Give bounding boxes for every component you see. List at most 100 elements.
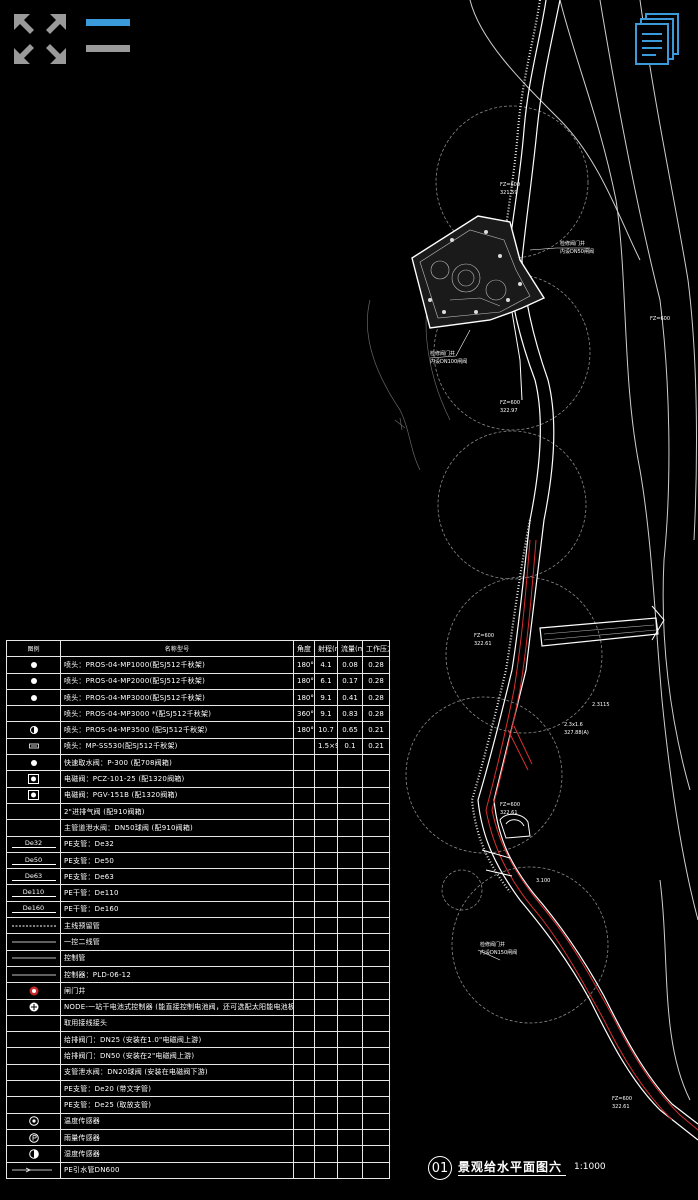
legend-radius-cell xyxy=(314,851,338,870)
legend-symbol-cell: De110 xyxy=(6,884,61,902)
main-path xyxy=(477,0,698,1141)
legend-flow-cell xyxy=(337,802,363,821)
spot-label: 322.61 xyxy=(474,641,492,647)
spot-label: 2.3x1.6 xyxy=(564,722,583,728)
legend-symbol-cell xyxy=(6,688,61,707)
legend-flow-cell xyxy=(337,1145,363,1163)
legend-angle-cell xyxy=(293,949,315,967)
plaza xyxy=(411,215,546,401)
legend-symbol-cell: De32 xyxy=(6,835,61,853)
gate-well-icon xyxy=(29,986,38,996)
legend-flow-cell: 0.65 xyxy=(337,721,363,739)
legend-angle-cell xyxy=(293,884,315,902)
viewer-toolbar xyxy=(0,0,140,70)
legend-symbol-cell xyxy=(6,721,61,739)
legend-radius-cell xyxy=(314,1047,338,1065)
pipe-size-symbol: De110 xyxy=(11,889,56,898)
legend-row: 2"进排气阀 (配910阀箱) xyxy=(6,802,390,821)
expand-button[interactable] xyxy=(12,12,68,66)
half-circle-sprinkler-icon xyxy=(29,726,38,735)
legend-name-cell: 喷头：PROS-04-MP3000(配SJ512千秋架) xyxy=(60,688,294,707)
legend-name-cell: 2"进排气阀 (配910阀箱) xyxy=(60,802,294,821)
legend-flow-cell xyxy=(337,770,363,788)
legend-radius-cell: 4.1 xyxy=(314,656,338,674)
legend-symbol-cell xyxy=(6,1161,61,1179)
legend-header-angle: 角度 xyxy=(293,639,315,658)
legend-pressure-cell xyxy=(362,949,390,967)
legend-pressure-cell xyxy=(362,917,390,935)
legend-symbol-cell xyxy=(6,1063,61,1082)
legend-symbol-cell xyxy=(6,819,61,837)
valve-label-left-sub: 内设DN100闸阀 xyxy=(430,358,467,365)
legend-symbol-cell xyxy=(6,965,61,984)
legend-flow-cell xyxy=(337,1080,363,1098)
legend-row: 一控二线管 xyxy=(6,933,390,951)
title-underline xyxy=(458,1175,566,1176)
legend-radius-cell xyxy=(314,982,338,1000)
legend-row: 雨量传感器 xyxy=(6,1128,390,1147)
pipe-arrow-icon xyxy=(11,1167,52,1173)
legend-name-cell: PE引水管DN600 xyxy=(60,1161,294,1179)
legend-symbol-cell xyxy=(6,998,61,1016)
legend-pressure-cell xyxy=(362,1047,390,1065)
legend-table: 图例 名称型号 角度 射程(m) 流量(m3/h) 工作压力(MPa) 喷头：P… xyxy=(6,639,390,1179)
valve-box-icon xyxy=(28,790,39,801)
legend-header-symbol: 图例 xyxy=(6,639,61,658)
legend-flow-cell xyxy=(337,1047,363,1065)
spot-label: FZ=600 xyxy=(650,316,670,322)
legend-angle-cell xyxy=(293,1128,315,1147)
menu-button[interactable] xyxy=(84,16,132,58)
legend-flow-cell xyxy=(337,868,363,886)
legend-radius-cell xyxy=(314,770,338,788)
layers-button[interactable] xyxy=(632,12,682,66)
legend-radius-cell: 9.1 xyxy=(314,688,338,707)
river-banks xyxy=(469,0,698,1101)
solid-line-icon xyxy=(11,941,56,943)
spot-label: 327.88(A) xyxy=(564,730,589,736)
legend-symbol-cell xyxy=(6,786,61,804)
legend-row: PE引水管DN600 xyxy=(6,1161,390,1179)
legend-row: 主线预留管 xyxy=(6,917,390,935)
drawing-scale: 1:1000 xyxy=(574,1162,606,1172)
legend-pressure-cell xyxy=(362,868,390,886)
legend-radius-cell xyxy=(314,802,338,821)
legend-symbol-cell: De50 xyxy=(6,851,61,870)
legend-flow-cell xyxy=(337,754,363,772)
spot-label: FZ=600 xyxy=(500,802,520,808)
legend-header-flow: 流量(m3/h) xyxy=(337,639,363,658)
legend-angle-cell: 180° xyxy=(293,672,315,690)
legend-name-cell: NODE-一站干电池式控制器 (能直接控制电池阀，还可选配太阳能电池板 (SPN… xyxy=(60,998,294,1016)
layers-document-icon xyxy=(635,13,679,65)
legend-name-cell: 支管泄水阀：DN20球阀 (安装在电磁阀下游) xyxy=(60,1063,294,1082)
legend-radius-cell xyxy=(314,1031,338,1049)
legend-radius-cell xyxy=(314,1128,338,1147)
legend-name-cell: 一控二线管 xyxy=(60,933,294,951)
bridge xyxy=(539,605,665,647)
legend-angle-cell xyxy=(293,835,315,853)
legend-name-cell: 主线预留管 xyxy=(60,917,294,935)
legend-symbol-cell xyxy=(6,1145,61,1163)
legend-row: 湿度传感器 xyxy=(6,1145,390,1163)
legend-flow-cell: 0.41 xyxy=(337,688,363,707)
legend-angle-cell xyxy=(293,1063,315,1082)
legend-row: PE支管：De20 (带文字管) xyxy=(6,1080,390,1098)
legend-radius-cell xyxy=(314,884,338,902)
valve-label-left: 检修阀门井 xyxy=(430,350,455,357)
dashed-line-icon xyxy=(11,925,56,927)
legend-angle-cell xyxy=(293,1014,315,1033)
legend-flow-cell xyxy=(337,884,363,902)
legend-radius-cell xyxy=(314,933,338,951)
spot-label: 321.59 xyxy=(500,190,518,196)
legend-flow-cell xyxy=(337,900,363,919)
legend-symbol-cell xyxy=(6,949,61,967)
strip-sprinkler-icon xyxy=(28,744,39,749)
legend-name-cell: 电磁阀：PGV-151B (配1320阀箱) xyxy=(60,786,294,804)
legend-symbol-cell xyxy=(6,754,61,772)
legend-pressure-cell xyxy=(362,1063,390,1082)
rain-sensor-icon xyxy=(28,1132,39,1143)
solid-line-icon xyxy=(11,957,56,959)
legend-row: 控制器：PLD-06-12 xyxy=(6,965,390,984)
spot-label: 322.61 xyxy=(500,810,518,816)
legend-row: 主管道泄水阀：DN50球阀 (配910阀箱) xyxy=(6,819,390,837)
